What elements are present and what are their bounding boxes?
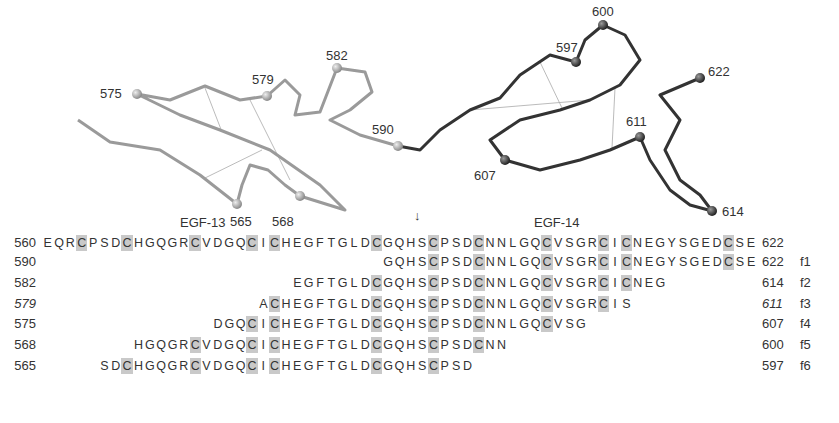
fragment-name: f2 <box>800 275 811 291</box>
cleavage-arrow: ↓ <box>414 208 421 224</box>
residue-number: 622 <box>762 254 784 270</box>
callout-number: 590 <box>372 122 394 138</box>
sequence-row: DGQCICHEGFTGLDCGQHSCPSDCNNLGQCVSG <box>212 316 586 332</box>
egf13-trace <box>78 68 398 210</box>
fragment-name: f1 <box>800 254 811 270</box>
residue-number: 568 <box>14 337 36 353</box>
callout-number: 622 <box>708 64 730 80</box>
residue-number: 607 <box>762 316 784 332</box>
egf14-trace <box>398 25 712 211</box>
sequence-row: HGQGRCVDGQCICHEGFTGLDCGQHSCPSDCNN <box>133 337 507 353</box>
callout-number: 568 <box>272 214 294 230</box>
callout-number: 565 <box>230 214 252 230</box>
callout-number: 611 <box>626 114 647 130</box>
residue-number: 597 <box>762 358 784 374</box>
callout-number: 582 <box>326 48 348 64</box>
residue-number: 622 <box>762 235 784 251</box>
callout-number: 579 <box>252 72 274 88</box>
domain-header: EGF-13 <box>180 215 226 231</box>
callout-number: 614 <box>722 204 744 220</box>
callout-number: 575 <box>100 86 122 102</box>
sequence-row: SDCHGQGRCVDGQCICHEGFTGLDCGQHSCPSD <box>99 358 473 374</box>
callout-number: 597 <box>556 40 578 56</box>
sequence-row: EQRCPSDCHGQGRCVDGQCICHEGFTGLDCGQHSCPSDCN… <box>42 235 757 251</box>
residue-number: 560 <box>14 235 36 251</box>
residue-number: 611 <box>762 296 783 312</box>
sequence-row: GQHSCPSDCNNLGQCVSGRCICNEGYSGEDCSE <box>383 254 757 270</box>
residue-number: 565 <box>14 358 36 374</box>
disulfide-lines <box>205 62 615 180</box>
residue-number: 590 <box>14 254 36 270</box>
callout-number: 607 <box>474 168 496 184</box>
fragment-name: f6 <box>800 358 811 374</box>
domain-header: EGF-14 <box>534 215 580 231</box>
callout-number: 600 <box>592 4 614 20</box>
fragment-name: f4 <box>800 316 811 332</box>
fragment-name: f3 <box>800 296 811 312</box>
residue-number: 614 <box>762 275 784 291</box>
residue-number: 600 <box>762 337 784 353</box>
residue-number: 575 <box>14 316 36 332</box>
fragment-name: f5 <box>800 337 811 353</box>
residue-balls <box>132 20 717 216</box>
residue-number: 579 <box>14 296 36 312</box>
sequence-row: EGFTGLDCGQHSCPSDCNNLGQCVSGRCICNEG <box>292 275 666 291</box>
residue-number: 582 <box>14 275 36 291</box>
sequence-row: ACHEGFTGLDCGQHSCPSDCNNLGQCVSGRCIS <box>258 296 632 312</box>
